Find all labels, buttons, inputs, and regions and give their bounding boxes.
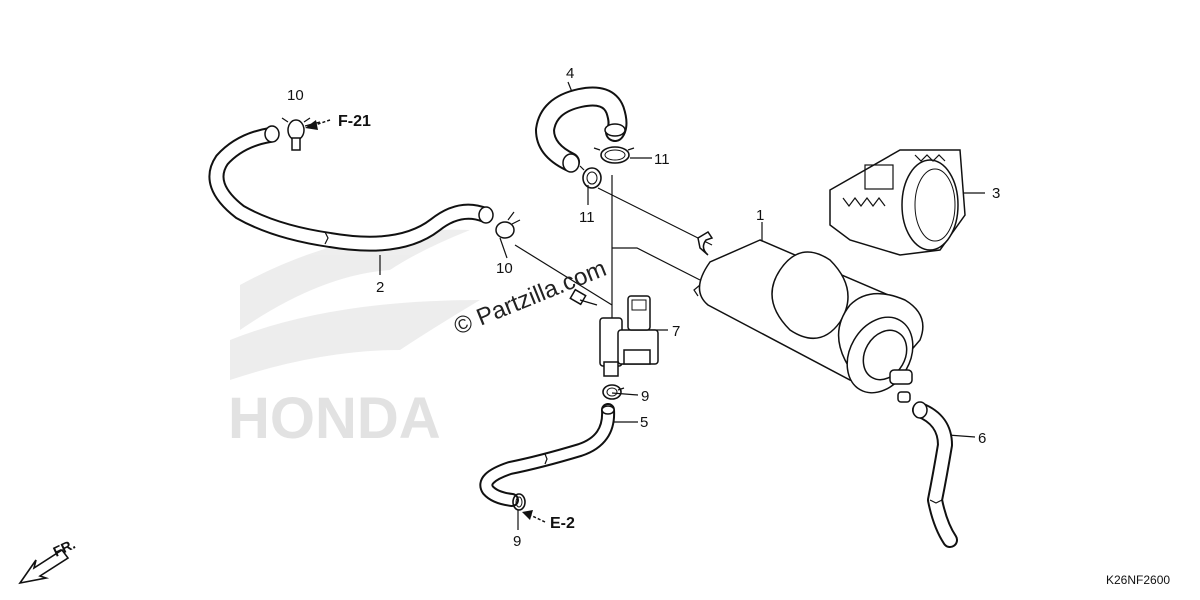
hose-5[interactable]: [479, 403, 616, 507]
reference-label-e2[interactable]: E-2: [550, 515, 575, 532]
callout-4: 4: [566, 65, 574, 82]
hose-4[interactable]: [535, 86, 628, 173]
callout-6: 6: [978, 430, 986, 447]
clamp-10-lower[interactable]: [495, 211, 521, 239]
callout-11-upper: 11: [654, 151, 670, 168]
front-arrow-icon: [18, 548, 70, 585]
callout-2: 2: [376, 279, 384, 296]
canister-1[interactable]: [693, 230, 926, 405]
bolt[interactable]: [569, 288, 598, 306]
reference-arrow-f21: [305, 119, 331, 130]
callout-7: 7: [672, 323, 680, 340]
partzilla-watermark: © Partzilla.com: [450, 255, 610, 341]
callout-1: 1: [756, 207, 764, 224]
honda-background-logo: HONDA: [228, 229, 480, 451]
callout-11-lower: 11: [579, 209, 595, 226]
front-marker-label: FR.: [51, 536, 78, 560]
callout-10-lower: 10: [496, 260, 513, 277]
callout-9-upper: 9: [641, 388, 649, 405]
honda-logo-text: HONDA: [228, 386, 441, 451]
reference-label-f21[interactable]: F-21: [338, 113, 371, 130]
clamp-11-upper[interactable]: [593, 146, 635, 164]
clamp-10-upper[interactable]: [281, 117, 311, 151]
clamp-11-lower[interactable]: [579, 165, 602, 189]
clamp-9-upper[interactable]: [602, 384, 625, 400]
callout-10-upper: 10: [287, 87, 304, 104]
clamp-9-lower[interactable]: [512, 493, 526, 511]
callout-5: 5: [640, 414, 648, 431]
callout-3: 3: [992, 185, 1000, 202]
callout-9-lower: 9: [513, 533, 521, 550]
hose-2[interactable]: [208, 125, 494, 252]
diagram-code: K26NF2600: [1106, 573, 1170, 587]
purge-valve-7[interactable]: [599, 295, 659, 377]
leader-lines: [304, 81, 985, 530]
reference-arrow-e2: [522, 510, 546, 523]
hose-6[interactable]: [912, 401, 958, 548]
cover-3[interactable]: [829, 149, 966, 256]
